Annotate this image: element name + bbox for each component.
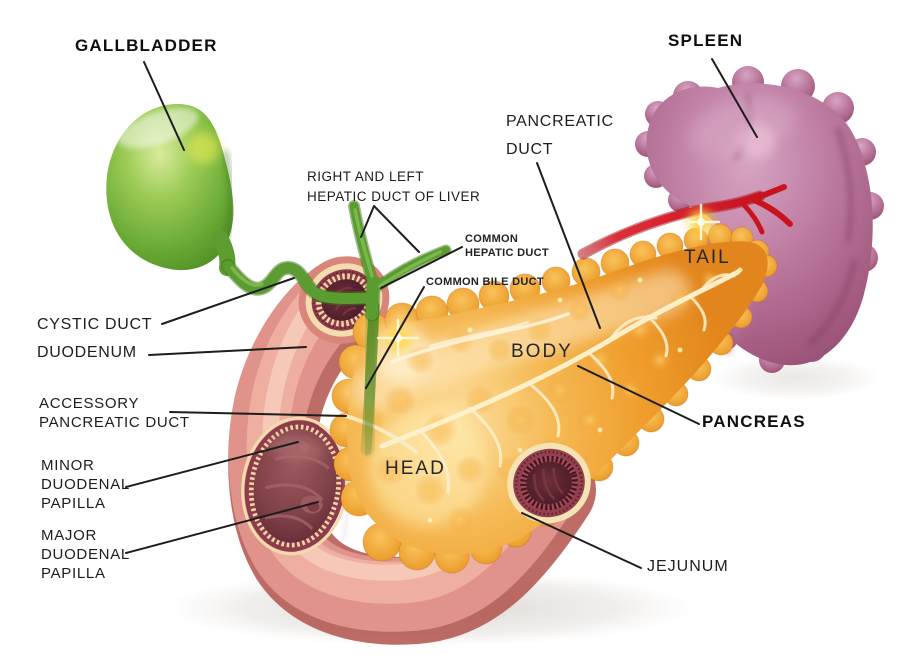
glow-sparkles: [376, 203, 743, 523]
leader-minor-papilla: [125, 441, 299, 488]
label-gallbladder: GALLBLADDER: [75, 36, 218, 55]
label-minor-duodenal-papilla: MINOR DUODENAL PAPILLA: [41, 457, 130, 512]
label-pancreatic-duct: PANCREATIC DUCT: [506, 113, 614, 158]
accessory-pancreatic-duct-line: [344, 414, 418, 454]
label-hepatic-ducts: RIGHT AND LEFT HEPATIC DUCT OF LIVER: [307, 169, 481, 204]
pancreatic-duct-lines: [344, 269, 741, 494]
common-bile-duct-shape: [360, 300, 380, 456]
leader-major-papilla: [125, 501, 319, 554]
label-accessory-pancreatic-duct: ACCESSORY PANCREATIC DUCT: [39, 395, 190, 431]
leader-pancreas: [577, 365, 700, 425]
leader-pancreatic-duct: [536, 162, 601, 329]
leader-gallbladder: [143, 61, 185, 151]
label-common-bile-duct: COMMON BILE DUCT: [426, 276, 544, 288]
leader-right-hepatic-duct: [373, 205, 420, 253]
leader-duodenum: [148, 346, 307, 356]
label-tail: TAIL: [684, 247, 731, 268]
minor-duodenal-papilla: [299, 442, 310, 453]
leader-cystic-duct: [161, 277, 295, 325]
label-head: HEAD: [385, 458, 446, 479]
label-body: BODY: [511, 341, 573, 362]
jejunum-cut-face: [507, 442, 591, 524]
splenic-artery: [577, 184, 793, 260]
common-hepatic-duct-shape: [366, 276, 379, 320]
label-major-duodenal-papilla: MAJOR DUODENAL PAPILLA: [41, 527, 130, 582]
leader-jejunum: [521, 512, 642, 569]
label-pancreas: PANCREAS: [702, 412, 806, 431]
cystic-duct-shape: [222, 260, 374, 304]
gallbladder-shape: [106, 104, 236, 276]
leader-lines: [125, 58, 758, 569]
leader-spleen: [711, 58, 758, 138]
label-common-hepatic-duct: COMMON HEPATIC DUCT: [465, 233, 549, 259]
bile-duct-tree: [221, 200, 452, 456]
gallbladder-gloss: [117, 107, 199, 149]
label-jejunum: JEJUNUM: [647, 558, 729, 575]
leader-left-hepatic-duct: [360, 205, 375, 238]
leader-common-hepatic-duct: [380, 246, 463, 289]
leader-common-bile-duct: [365, 286, 425, 389]
leader-accessory-duct: [169, 411, 347, 417]
label-spleen: SPLEEN: [668, 31, 744, 50]
label-cystic-duct: CYSTIC DUCT: [37, 316, 153, 333]
label-duodenum: DUODENUM: [37, 344, 137, 361]
